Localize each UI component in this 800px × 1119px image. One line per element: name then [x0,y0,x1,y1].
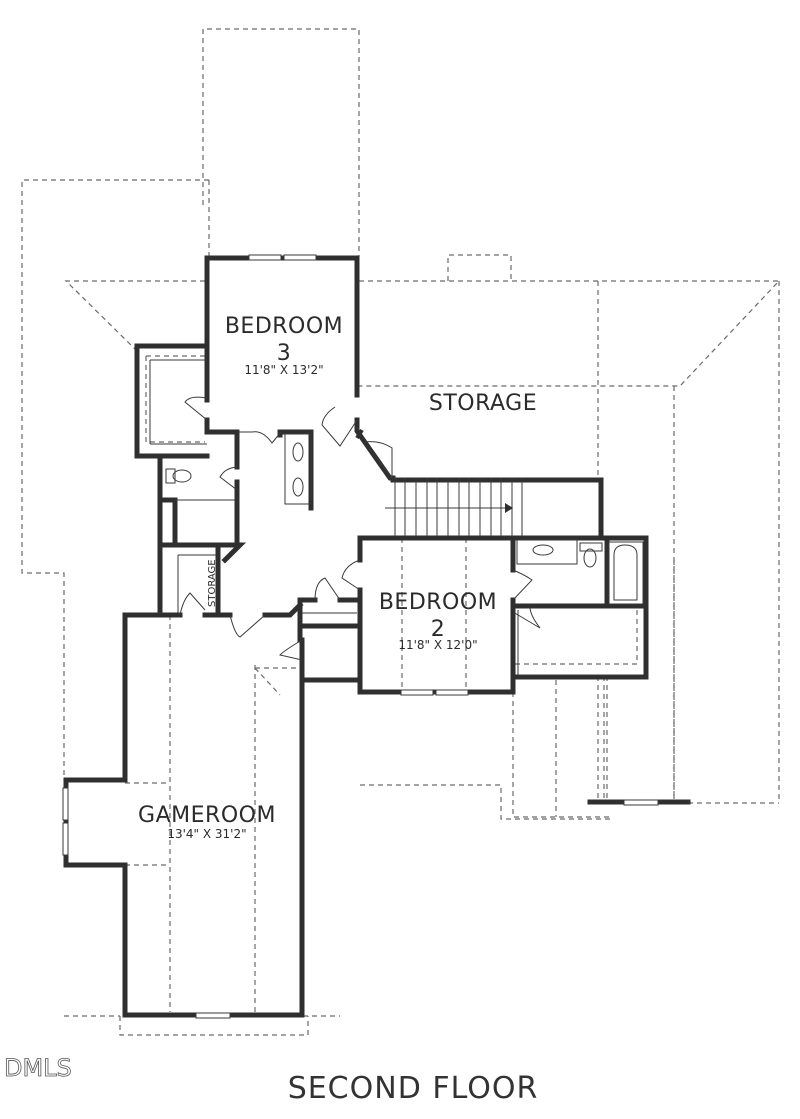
doors [179,396,541,661]
window [195,1012,231,1019]
bathtub-basin-icon [613,544,638,601]
window [62,822,69,856]
gameroom-dimensions: 13'4" X 31'2" [167,827,246,841]
walls [63,255,691,1018]
windows [62,254,659,1019]
bathtub [608,541,644,605]
window [248,254,282,261]
toilet-bowl-icon [172,469,192,483]
window [400,689,434,696]
bedroom2-number: 2 [431,617,446,642]
stairs [385,478,523,536]
window [623,799,659,806]
storage-attic-label: STORAGE [429,391,537,416]
sink-icon [532,544,554,556]
bath-vanity [516,539,578,565]
toilet-bowl-icon [583,548,597,568]
room-labels: BEDROOM 3 11'8" X 13'2" STORAGE BEDROOM … [4,314,538,1106]
bedroom3-number: 3 [277,341,292,366]
window [283,254,317,261]
toilet-tank-icon [579,542,603,552]
toilet-tank-icon [165,468,176,484]
bedroom2-name: BEDROOM [379,590,497,615]
bedroom2-dimensions: 11'8" X 12'0" [398,638,477,652]
sink-icon [292,442,304,462]
bedroom3-dimensions: 11'8" X 13'2" [244,363,323,377]
watermark: DMLS [4,1054,72,1082]
window [62,787,69,821]
fixtures [165,433,644,605]
bedroom3-name: BEDROOM [225,314,343,339]
floor-title: SECOND FLOOR [288,1071,539,1106]
sink-icon [292,477,304,497]
window [435,689,469,696]
stair-direction-arrow-icon [505,503,513,513]
roof-outline [21,28,781,1036]
gameroom-name: GAMEROOM [138,803,276,828]
vanity [284,433,312,505]
storage-closet-label: STORAGE [207,559,218,607]
